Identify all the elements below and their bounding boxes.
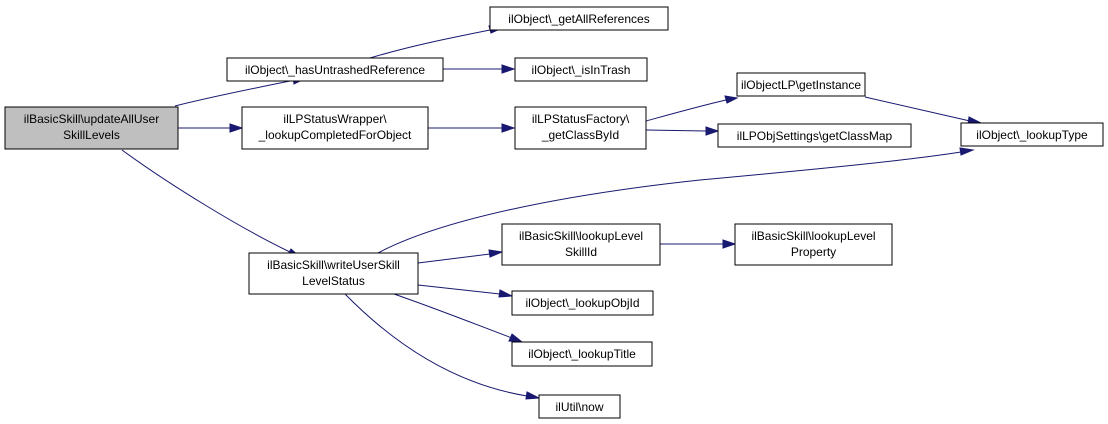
node-lookup-obj-id[interactable]: ilObject\_lookupObjId xyxy=(511,290,654,316)
edge-has-untrashed-to-get-all-refs xyxy=(369,25,504,59)
edge-write-user-skill-to-lookup-level-skill-id xyxy=(417,249,504,264)
node-util-now[interactable]: ilUtil\now xyxy=(538,394,621,419)
node-label: SkillId xyxy=(565,245,597,259)
node-write-user-skill-level-status[interactable]: ilBasicSkill\writeUserSkill LevelStatus xyxy=(248,252,419,295)
edge-root-to-lp-status-wrapper xyxy=(178,123,244,133)
edge-write-user-skill-to-lookup-obj-id xyxy=(417,284,514,298)
node-lp-obj-settings-get-class-map[interactable]: ilLPObjSettings\getClassMap xyxy=(717,123,912,148)
node-label: ilObject\_lookupObjId xyxy=(525,296,639,310)
node-label: _lookupCompletedForObject xyxy=(258,128,412,142)
node-is-in-trash[interactable]: ilObject\_isInTrash xyxy=(514,57,648,82)
node-has-untrashed-reference[interactable]: ilObject\_hasUntrashedReference xyxy=(226,57,444,82)
node-label: ilObject\_getAllReferences xyxy=(508,12,649,26)
edge-has-untrashed-to-is-in-trash xyxy=(443,64,516,74)
edge-root-to-write-user-skill xyxy=(121,149,302,258)
node-label: LevelStatus xyxy=(302,274,365,288)
node-label: ilBasicSkill\lookupLevel xyxy=(751,229,875,243)
node-label: ilObject\_lookupType xyxy=(976,128,1088,142)
edge-object-lp-to-lookup-type xyxy=(864,96,983,125)
node-label: Property xyxy=(791,245,836,259)
node-label: _getClassById xyxy=(541,128,619,142)
edge-lp-factory-to-lp-obj-settings xyxy=(645,126,720,136)
node-lp-status-factory[interactable]: ilLPStatusFactory\ _getClassById xyxy=(514,106,647,150)
node-get-all-references[interactable]: ilObject\_getAllReferences xyxy=(489,6,669,31)
edge-lp-wrapper-to-lp-factory xyxy=(428,123,516,133)
node-object-lp-get-instance[interactable]: ilObjectLP\getInstance xyxy=(736,72,866,97)
edge-write-user-skill-to-lookup-title xyxy=(393,293,524,343)
node-label: ilLPStatusWrapper\ xyxy=(283,112,387,126)
node-label: ilBasicSkill\lookupLevel xyxy=(519,229,643,243)
edge-lookup-level-skill-id-to-lookup-level-property xyxy=(660,239,737,249)
node-label: ilUtil\now xyxy=(555,400,603,414)
node-label: ilObject\_lookupTitle xyxy=(528,347,636,361)
node-label: SkillLevels xyxy=(63,128,120,142)
node-label: ilBasicSkill\updateAllUser xyxy=(24,112,159,126)
node-label: ilLPObjSettings\getClassMap xyxy=(737,129,893,143)
node-lookup-level-skill-id[interactable]: ilBasicSkill\lookupLevel SkillId xyxy=(501,223,661,266)
node-label: ilObject\_hasUntrashedReference xyxy=(245,63,425,77)
node-label: ilBasicSkill\writeUserSkill xyxy=(267,258,400,272)
node-lookup-type[interactable]: ilObject\_lookupType xyxy=(960,122,1104,147)
node-update-all-user-skill-levels[interactable]: ilBasicSkill\updateAllUser SkillLevels xyxy=(4,106,179,150)
node-lookup-title[interactable]: ilObject\_lookupTitle xyxy=(511,341,653,367)
edge-write-user-skill-to-util-now xyxy=(344,293,541,400)
node-lookup-level-property[interactable]: ilBasicSkill\lookupLevel Property xyxy=(734,223,893,266)
edge-write-user-skill-to-lookup-type xyxy=(377,147,975,254)
node-lp-status-wrapper[interactable]: ilLPStatusWrapper\ _lookupCompletedForOb… xyxy=(241,106,429,150)
edge-lp-factory-to-object-lp xyxy=(645,95,739,122)
node-label: ilLPStatusFactory\ xyxy=(532,112,630,126)
node-label: ilObject\_isInTrash xyxy=(532,63,631,77)
node-label: ilObjectLP\getInstance xyxy=(741,78,861,92)
